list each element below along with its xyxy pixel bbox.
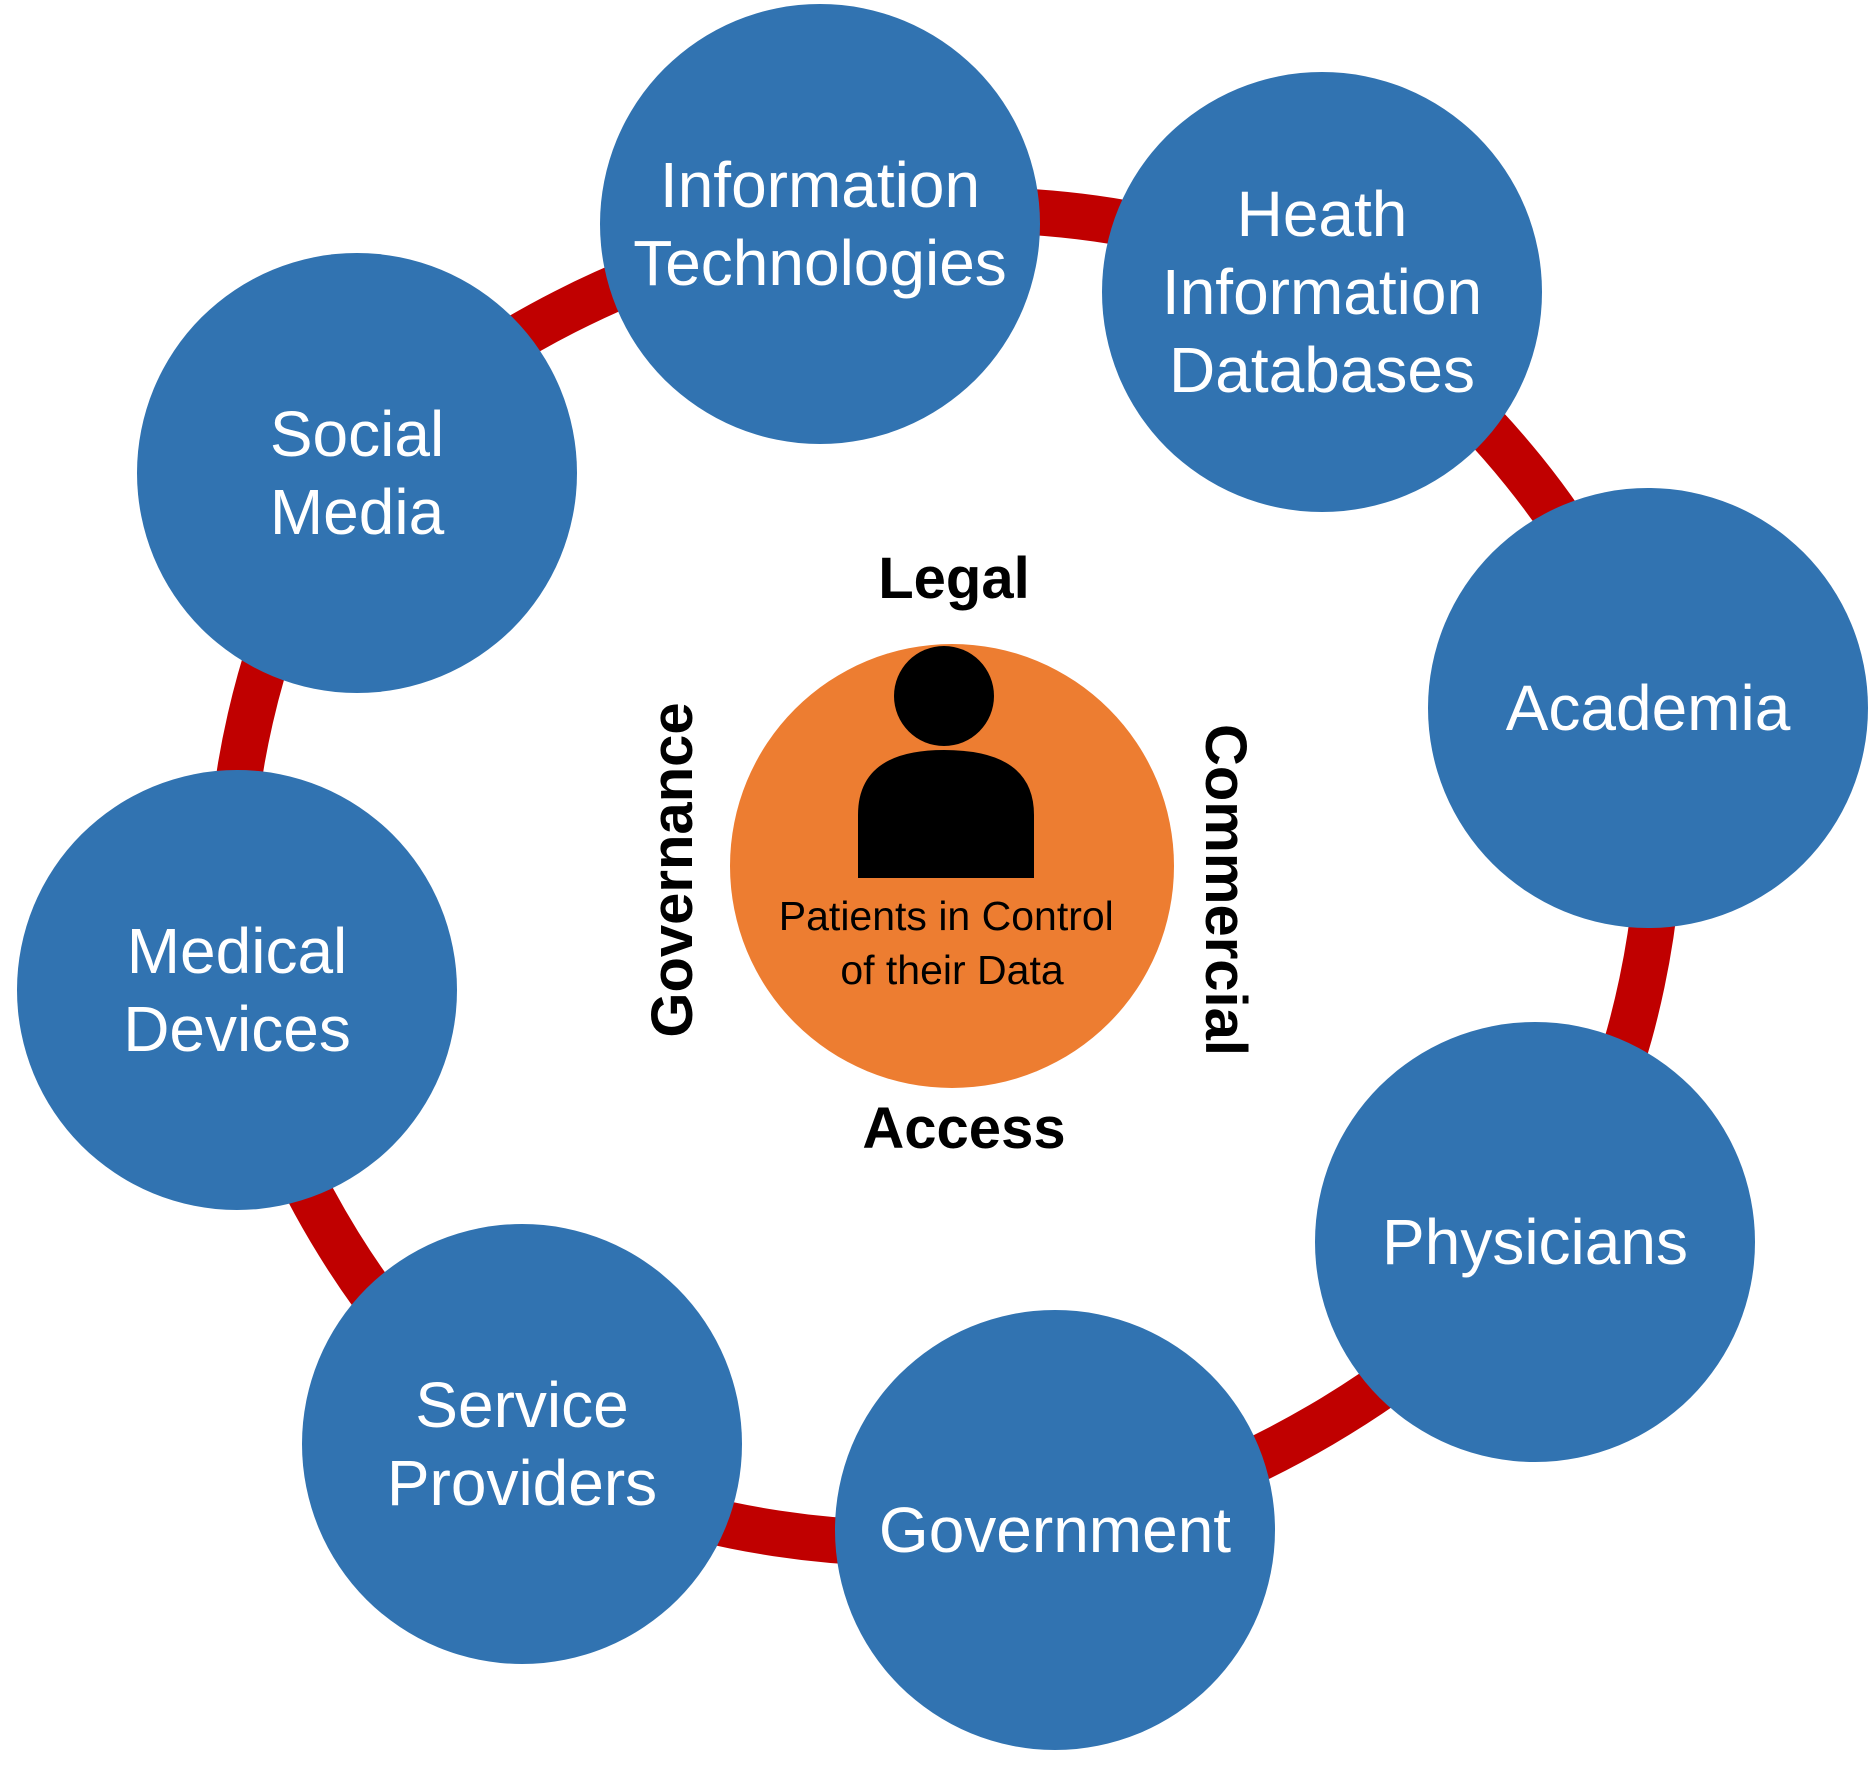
node-label-line: Providers bbox=[387, 1447, 657, 1519]
node-circle bbox=[835, 1310, 1275, 1750]
node-label: Academia bbox=[1506, 672, 1791, 744]
node-government: Government bbox=[835, 1310, 1275, 1750]
node-label-line: Service bbox=[415, 1369, 628, 1441]
node-label-line: Technologies bbox=[633, 227, 1007, 299]
node-label: Physicians bbox=[1382, 1206, 1688, 1278]
center-label-line-1: Patients in Control bbox=[779, 893, 1114, 939]
aspect-governance: Governance bbox=[640, 702, 705, 1037]
node-label-line: Physicians bbox=[1382, 1206, 1688, 1278]
node-label-line: Social bbox=[270, 398, 444, 470]
node-label-line: Academia bbox=[1506, 672, 1791, 744]
node-label-line: Medical bbox=[127, 915, 348, 987]
node-circle bbox=[1102, 72, 1542, 512]
person-icon bbox=[858, 646, 1034, 878]
node-circle bbox=[17, 770, 457, 1210]
node-physicians: Physicians bbox=[1315, 1022, 1755, 1462]
center-hub: Patients in Control of their Data bbox=[730, 644, 1174, 1088]
node-circle bbox=[137, 253, 577, 693]
node-label-line: Heath bbox=[1237, 178, 1408, 250]
node-label: Government bbox=[879, 1494, 1231, 1566]
node-circle bbox=[600, 4, 1040, 444]
aspect-access: Access bbox=[862, 1096, 1065, 1161]
node-label-line: Information bbox=[660, 149, 980, 221]
node-label-line: Information bbox=[1162, 256, 1482, 328]
node-label-line: Media bbox=[270, 476, 445, 548]
node-label-line: Devices bbox=[123, 993, 351, 1065]
node-label-line: Databases bbox=[1169, 334, 1475, 406]
center-label: Patients in Control of their Data bbox=[779, 893, 1125, 993]
aspect-legal: Legal bbox=[878, 546, 1030, 611]
node-circle bbox=[1428, 488, 1868, 928]
aspect-commercial: Commercial bbox=[1193, 724, 1258, 1056]
node-label-line: Government bbox=[879, 1494, 1231, 1566]
node-academia: Academia bbox=[1428, 488, 1868, 928]
center-label-line-2: of their Data bbox=[840, 947, 1064, 993]
node-circle bbox=[1315, 1022, 1755, 1462]
node-circle bbox=[302, 1224, 742, 1664]
